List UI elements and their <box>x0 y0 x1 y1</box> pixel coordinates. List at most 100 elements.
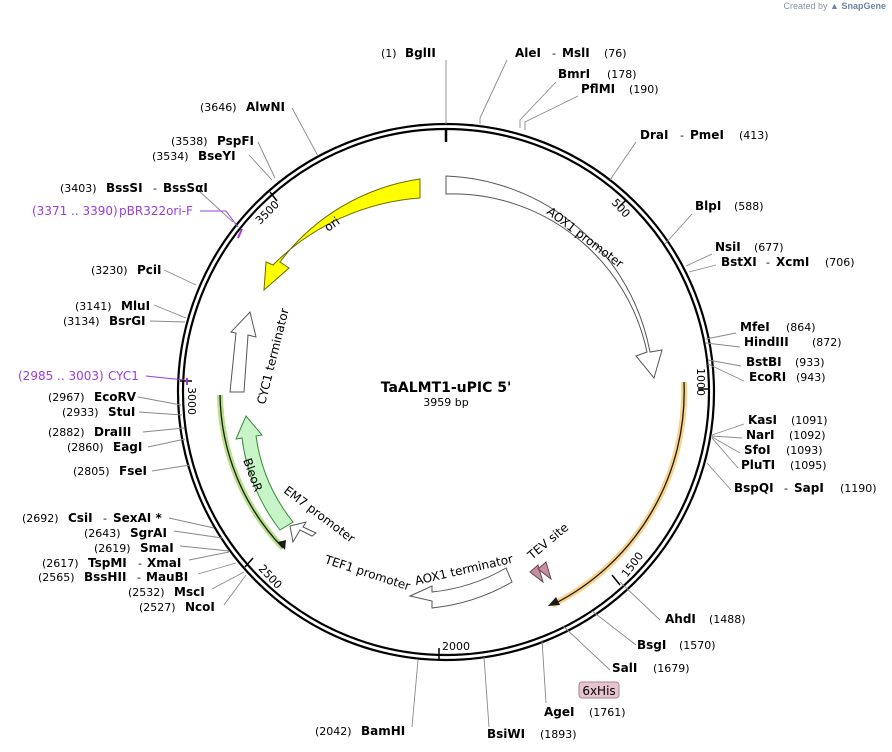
site-bspqi-name: BspQI <box>734 481 774 495</box>
site-sfoi-name: SfoI <box>744 443 771 457</box>
site-sgrai-pos: (2643) <box>84 527 121 540</box>
watermark-brand: SnapGene <box>841 1 886 11</box>
site-ncoi-name: NcoI <box>185 600 215 614</box>
site-fsei: (2805) FseI <box>73 464 147 478</box>
site-bseyi-pos: (3534) <box>152 150 189 163</box>
site-bglii-pos: (1) <box>381 47 397 60</box>
primer-pbr322ori-f-name: pBR322ori-F <box>119 204 193 218</box>
site-mfei-name: MfeI <box>740 320 770 334</box>
site-sali-name: SalI <box>612 661 637 675</box>
site-alei-pos: (76) <box>604 47 627 60</box>
site-bsgi-name: BsgI <box>637 638 666 652</box>
site-bmri-pos: (178) <box>607 68 637 81</box>
site-xcmi-name: XcmI <box>776 255 809 269</box>
scale-tick-2000-label: 2000 <box>442 640 470 653</box>
primer-pbr322ori-f-range: (3371 .. 3390) <box>32 204 118 218</box>
feature-tef1-promoter: TEF1 promoter <box>322 552 412 593</box>
site-msci: (2532) MscI <box>128 585 205 599</box>
site-stui-name: StuI <box>108 405 135 419</box>
site-fsei-name: FseI <box>119 464 147 478</box>
feature-ori: ori <box>263 178 421 292</box>
site-ecori-pos: (943) <box>796 371 826 384</box>
site-alwni: (3646) AlwNI <box>200 100 285 114</box>
site-nsii-name: NsiI <box>715 240 741 254</box>
site-kasi: KasI (1091) <box>748 413 828 427</box>
site-bspqi-sapi: BspQI - SapI (1190) <box>734 481 877 495</box>
primer-cyc1: (2985 .. 3003) CYC1 <box>18 369 188 385</box>
site-alei-name: AleI <box>515 46 541 60</box>
primer-cyc1-range: (2985 .. 3003) <box>18 369 104 383</box>
site-msci-name: MscI <box>174 585 205 599</box>
site-sali: SalI (1679) <box>612 661 690 675</box>
site-bstxi-name: BstXI <box>721 255 757 269</box>
site-bglii: (1) BglII <box>381 46 436 60</box>
site-bsiwi-name: BsiWI <box>487 727 525 741</box>
site-pflmi: PflMI (190) <box>581 82 659 96</box>
site-bstxi-sep: - <box>766 256 770 269</box>
site-bmri: BmrI (178) <box>558 67 637 81</box>
site-tspmi-pos: (2617) <box>42 557 79 570</box>
site-bsrgi-name: BsrGI <box>109 314 146 328</box>
feature-em7-promoter: EM7 promoter <box>281 483 357 545</box>
site-bsiwi-pos: (1893) <box>540 728 577 741</box>
site-bsgi-pos: (1570) <box>679 639 716 652</box>
site-pspfi: (3538) PspFI <box>171 134 254 148</box>
feature-aox1-promoter-label: AOX1 promoter <box>544 204 626 271</box>
site-blpi: BlpI (588) <box>695 199 764 213</box>
site-bsssi-pos: (3403) <box>60 182 97 195</box>
site-bstbi-name: BstBI <box>746 355 782 369</box>
feature-bleor: BleoR <box>235 415 294 531</box>
site-sexai-name: SexAI * <box>113 511 162 525</box>
site-bmri-name: BmrI <box>558 67 590 81</box>
site-ahdi: AhdI (1488) <box>665 612 746 626</box>
site-nari: NarI (1092) <box>746 428 826 442</box>
site-pspfi-pos: (3538) <box>171 135 208 148</box>
site-tspmi-xmai: (2617) TspMI - XmaI <box>42 556 181 570</box>
site-hindiii-pos: (872) <box>812 336 842 349</box>
scale-tick-1000: 1000 <box>694 368 710 396</box>
site-mlui: (3141) MluI <box>75 299 150 313</box>
site-pluti: PluTI (1095) <box>741 458 827 472</box>
site-stui-pos: (2933) <box>62 406 99 419</box>
site-drai-name: DraI <box>640 128 668 142</box>
site-mlui-name: MluI <box>121 299 150 313</box>
site-bspqi-pos: (1190) <box>840 482 877 495</box>
site-agei-pos: (1761) <box>589 706 626 719</box>
site-mfei-pos: (864) <box>786 321 816 334</box>
site-hindiii-name: HindIII <box>744 335 789 349</box>
site-stui: (2933) StuI <box>62 405 135 419</box>
feature-6xhis: 6xHis <box>578 681 620 699</box>
site-bsgi: BsgI (1570) <box>637 638 716 652</box>
site-smai: (2619) SmaI <box>94 541 174 555</box>
site-csii-sexai: (2692) CsiI - SexAI * <box>22 511 162 525</box>
site-bstxi-xcmi: BstXI - XcmI (706) <box>721 255 855 269</box>
site-bstxi-pos: (706) <box>825 256 855 269</box>
site-pflmi-pos: (190) <box>629 83 659 96</box>
site-bsiwi: BsiWI (1893) <box>487 727 577 741</box>
site-nsii: NsiI (677) <box>715 240 784 254</box>
watermark-prefix: Created by <box>783 1 828 11</box>
site-sgrai-name: SgrAI <box>130 526 167 540</box>
watermark: Created by ▲ SnapGene <box>784 1 887 11</box>
site-msli-name: MslI <box>562 46 590 60</box>
site-pcii-pos: (3230) <box>91 264 128 277</box>
insert-orange <box>548 381 688 608</box>
site-draiii: (2882) DraIII <box>48 425 131 439</box>
site-bseyi-name: BseYI <box>198 149 236 163</box>
site-agei: AgeI (1761) <box>544 705 626 719</box>
site-nari-pos: (1092) <box>789 429 826 442</box>
site-kasi-name: KasI <box>748 413 777 427</box>
site-bsshii-pos: (2565) <box>38 571 75 584</box>
site-pspfi-name: PspFI <box>217 134 254 148</box>
site-bsssi-name: BssSI <box>106 181 143 195</box>
site-draiii-name: DraIII <box>94 425 131 439</box>
site-mlui-pos: (3141) <box>75 300 112 313</box>
site-pluti-pos: (1095) <box>790 459 827 472</box>
site-fsei-pos: (2805) <box>73 465 110 478</box>
site-bamhi: (2042) BamHI <box>315 724 405 738</box>
scale-tick-2000: 2000 <box>438 640 470 660</box>
site-bstbi-pos: (933) <box>795 356 825 369</box>
site-alei-msli: AleI - MslI (76) <box>515 46 627 60</box>
scale-tick-500-label: 500 <box>609 196 633 220</box>
